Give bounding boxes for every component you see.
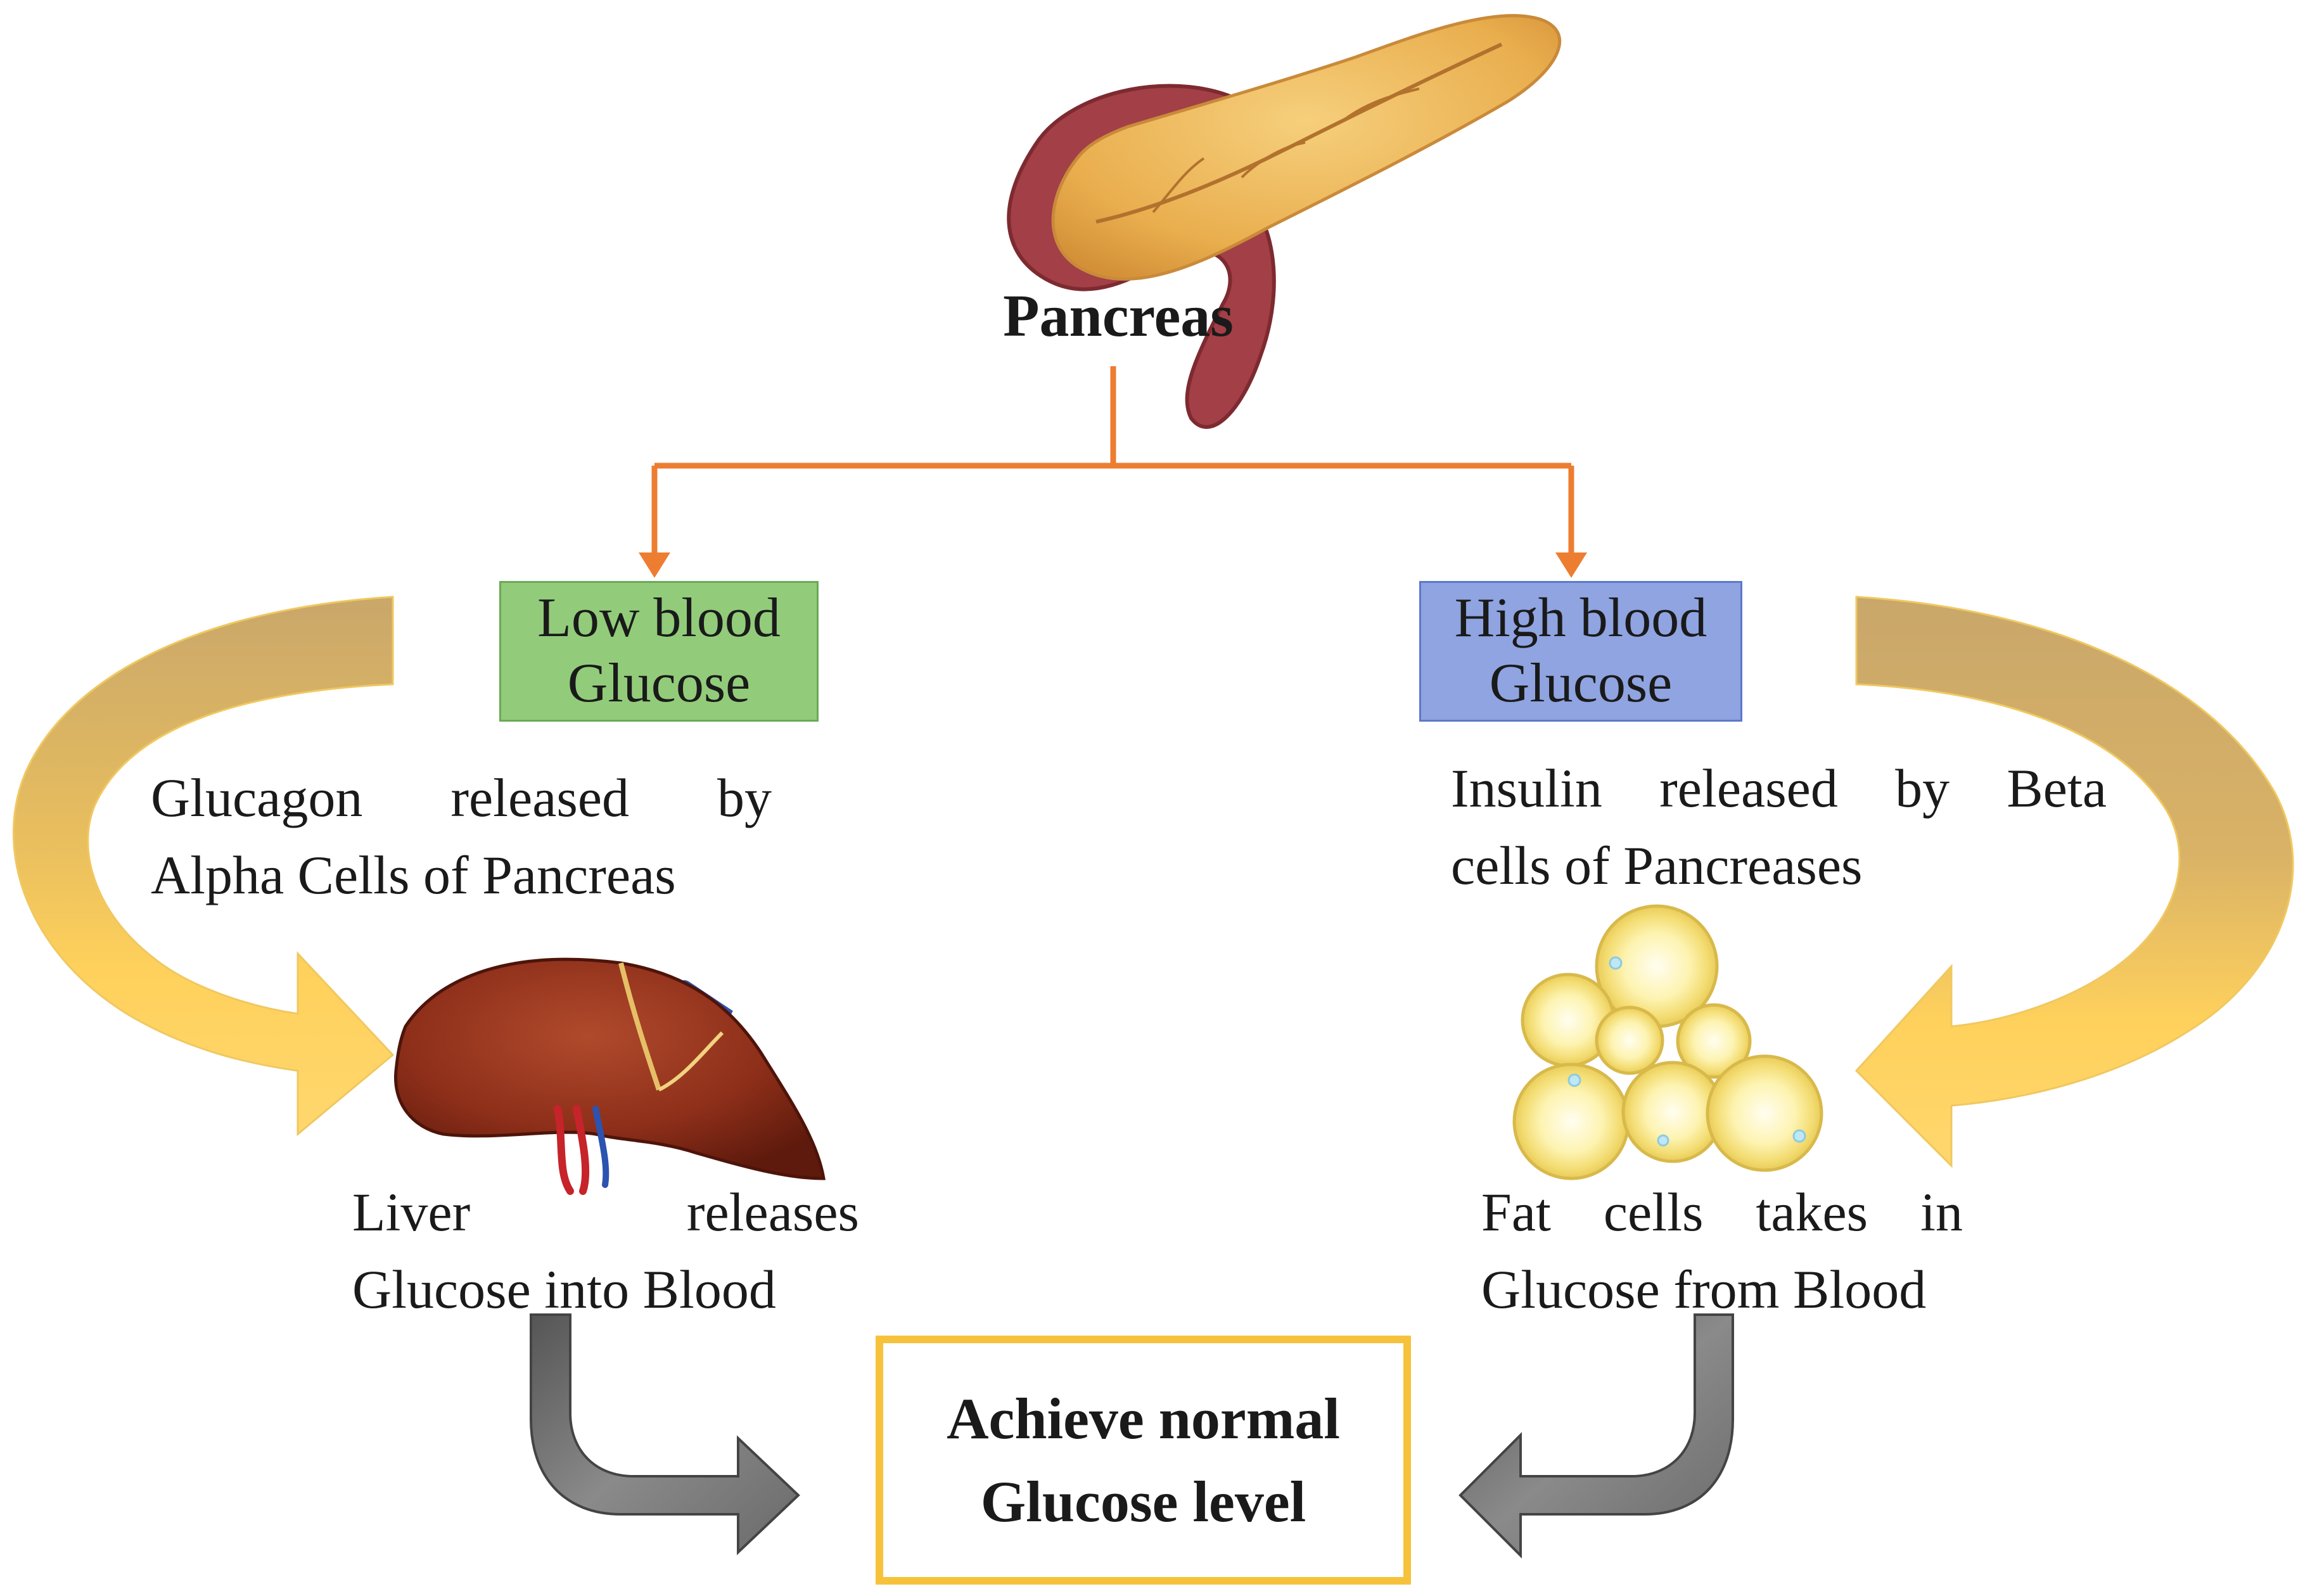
pancreas-connector: [651, 366, 1574, 556]
glucagon-line2: Alpha Cells of Pancreas: [151, 845, 676, 906]
arrow-to-low-glucose: [639, 552, 670, 578]
goal-line1: Achieve normal: [947, 1386, 1340, 1451]
pancreas-label: Pancreas: [1003, 283, 1234, 349]
high-glucose-line2: Glucose: [1489, 653, 1673, 714]
low-blood-glucose-box: Low blood Glucose: [499, 581, 819, 722]
fat-cells-illustration: [1512, 904, 1823, 1180]
normal-glucose-goal-box: Achieve normal Glucose level: [876, 1336, 1411, 1585]
high-blood-glucose-box: High blood Glucose: [1419, 581, 1742, 722]
fat-line2: Glucose from Blood: [1481, 1259, 1927, 1320]
right-grey-arrow: [1458, 1313, 1734, 1559]
insulin-line2: cells of Pancreases: [1451, 835, 1863, 897]
fat-line1: Fat cells takes in: [1481, 1182, 1963, 1242]
high-glucose-line1: High blood: [1454, 587, 1707, 649]
liver-illustration: [393, 957, 826, 1195]
liver-line2: Glucose into Blood: [352, 1259, 776, 1320]
arrow-to-high-glucose: [1555, 552, 1587, 578]
insulin-line1: Insulin released by Beta: [1451, 758, 2107, 819]
pancreas-illustration: [1007, 14, 1561, 429]
right-curved-arrow: [1854, 596, 2294, 1168]
insulin-text: Insulin released by Beta cells of Pancre…: [1451, 750, 2107, 904]
left-grey-arrow: [530, 1313, 800, 1555]
fat-cells-text: Fat cells takes in Glucose from Blood: [1481, 1173, 1963, 1328]
low-glucose-line2: Glucose: [567, 653, 751, 714]
liver-line1: Liver releases: [352, 1182, 859, 1242]
low-glucose-line1: Low blood: [537, 587, 781, 649]
liver-text: Liver releases Glucose into Blood: [352, 1173, 859, 1328]
left-curved-arrow: [12, 596, 395, 1137]
glucagon-text: Glucagon released by Alpha Cells of Panc…: [151, 759, 772, 914]
goal-line2: Glucose level: [980, 1469, 1306, 1534]
glucagon-line1: Glucagon released by: [151, 767, 772, 828]
